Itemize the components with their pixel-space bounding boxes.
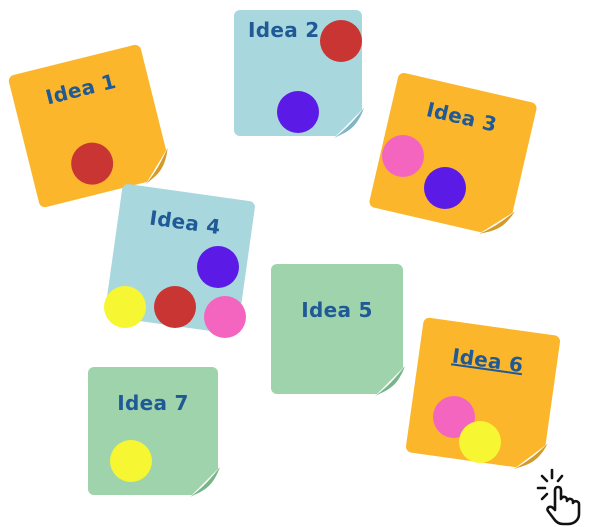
pointer-hand-click-icon (536, 468, 581, 526)
note-label: Idea 5 (301, 298, 373, 322)
sticky-note-idea-6[interactable]: Idea 6 (405, 317, 561, 474)
page-curl-icon (513, 443, 548, 474)
vote-dot-pink[interactable] (382, 135, 424, 177)
sticky-note-idea-5[interactable]: Idea 5 (271, 264, 405, 396)
note-label: Idea 7 (117, 391, 189, 415)
page-curl-icon (334, 108, 364, 138)
note-label: Idea 1 (43, 68, 119, 110)
vote-dot-purple[interactable] (197, 246, 239, 288)
vote-dot-yellow[interactable] (110, 440, 152, 482)
page-curl-icon (375, 366, 405, 396)
vote-dot-red[interactable] (66, 138, 118, 190)
sticky-note-idea-2[interactable]: Idea 2 (234, 10, 364, 138)
page-curl-icon (478, 211, 515, 241)
vote-dot-pink[interactable] (204, 296, 246, 338)
vote-dot-yellow[interactable] (459, 421, 501, 463)
note-label: Idea 6 (450, 343, 525, 378)
sticky-note-idea-3[interactable]: Idea 3 (368, 71, 538, 241)
note-label: Idea 2 (248, 18, 320, 42)
vote-dot-purple[interactable] (424, 167, 466, 209)
vote-dot-red[interactable] (320, 20, 362, 62)
vote-dot-red[interactable] (154, 286, 196, 328)
page-curl-icon (190, 467, 220, 497)
sticky-note-idea-1[interactable]: Idea 1 (7, 43, 175, 209)
vote-dot-yellow[interactable] (104, 286, 146, 328)
note-label: Idea 4 (148, 205, 223, 240)
page-curl-icon (145, 147, 175, 185)
vote-dot-purple[interactable] (277, 91, 319, 133)
sticky-note-idea-7[interactable]: Idea 7 (88, 367, 220, 497)
